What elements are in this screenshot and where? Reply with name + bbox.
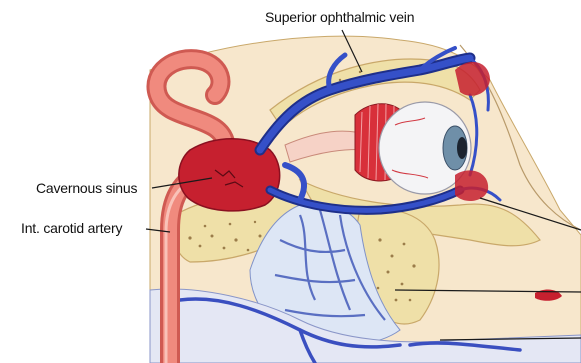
label-int-carotid-artery: Int. carotid artery — [21, 220, 122, 236]
label-cavernous-sinus: Cavernous sinus — [36, 180, 137, 196]
label-superior-ophthalmic-vein: Superior ophthalmic vein — [265, 9, 414, 25]
